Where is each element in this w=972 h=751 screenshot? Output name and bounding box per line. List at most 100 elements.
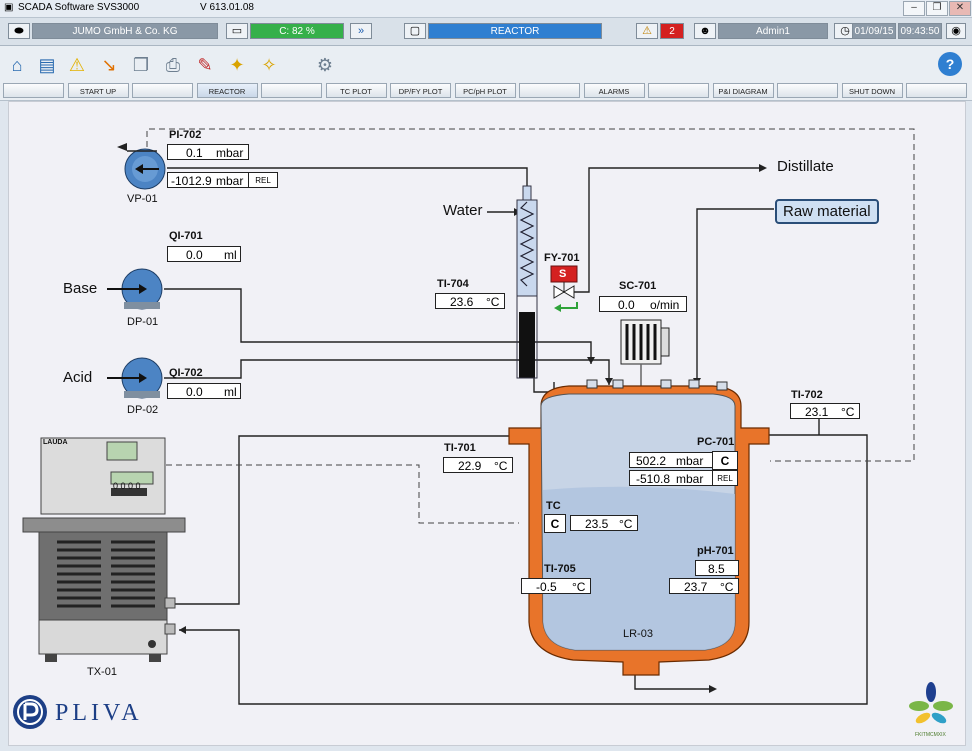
home-icon[interactable]: ⌂: [11, 55, 23, 75]
valve-fy701-symbol: [550, 265, 578, 312]
pc701-mode-button[interactable]: C: [712, 451, 738, 470]
nav-button-empty-14[interactable]: [906, 83, 967, 98]
acid-label: Acid: [63, 369, 93, 386]
base-label: Base: [63, 280, 98, 297]
nav-button-empty-10[interactable]: [648, 83, 709, 98]
nav-button-reactor[interactable]: REACTOR: [196, 83, 258, 98]
qi701-tag: QI-701: [169, 230, 203, 242]
nav-button-shut-down[interactable]: SHUT DOWN: [841, 83, 903, 98]
nav-button-empty-2[interactable]: [132, 83, 193, 98]
base-line: [164, 288, 592, 364]
pliva-logo: PLIVA: [55, 700, 143, 726]
reactor-label: LR-03: [623, 628, 653, 640]
wand-icon[interactable]: ✦: [229, 55, 245, 75]
nav-button-empty-12[interactable]: [777, 83, 838, 98]
tc-signal-line: [166, 464, 519, 524]
user-icon: ☻: [694, 23, 716, 39]
minimize-button[interactable]: –: [903, 1, 925, 16]
alarm-icon[interactable]: ⚠: [68, 55, 86, 75]
time-field: 09:43:50: [898, 23, 942, 39]
close-button[interactable]: ✕: [949, 1, 971, 16]
fkit-logo-mark: [909, 682, 953, 724]
acid-pump-symbol: [107, 357, 163, 399]
pi702-rel-badge[interactable]: REL: [248, 172, 278, 188]
fy701-tag: FY-701: [544, 252, 580, 264]
thermostat-brand: LAUDA: [43, 439, 68, 446]
pc701-tag: PC-701: [697, 436, 735, 448]
water-label: Water: [443, 202, 483, 219]
nav-button-empty-8[interactable]: [519, 83, 580, 98]
sc701-tag: SC-701: [619, 280, 657, 292]
forward-icon[interactable]: »: [350, 23, 372, 39]
raw-material-button[interactable]: Raw material: [775, 199, 879, 224]
printer-icon[interactable]: ⎙: [165, 55, 181, 75]
thermostat-supply-line: [174, 435, 509, 605]
ti705-tag: TI-705: [544, 563, 576, 575]
ti702-tag: TI-702: [791, 389, 823, 401]
ph701-temp-field[interactable]: 23.7°C: [669, 578, 739, 594]
overview-icon[interactable]: ▤: [38, 55, 56, 75]
screen-name: REACTOR: [428, 23, 602, 39]
ti701-tag: TI-701: [444, 442, 476, 454]
recipe-icon[interactable]: ✎: [197, 55, 213, 75]
help-icon[interactable]: ?: [938, 52, 962, 76]
qi702-tag: QI-702: [169, 367, 203, 379]
raw-material-line: [696, 208, 774, 385]
company-field: JUMO GmbH & Co. KG: [32, 23, 218, 39]
settings-gear-icon[interactable]: ⚙: [316, 55, 334, 75]
screen-icon: ▢: [404, 23, 426, 39]
pressure-signal-line: [146, 128, 915, 462]
alarm-warning-icon[interactable]: ⚠: [636, 23, 658, 39]
nav-button-tc-plot[interactable]: TC PLOT: [325, 83, 387, 98]
nav-button-pc-ph-plot[interactable]: PC/pH PLOT: [454, 83, 516, 98]
fkit-logo: FKITMCMXIX: [915, 732, 946, 738]
tc-value-field[interactable]: 23.5°C: [570, 515, 638, 531]
outlet-arrow: [709, 685, 717, 693]
cpu-icon: ▭: [226, 23, 248, 39]
acid-line: [164, 359, 610, 385]
ti705-value-field[interactable]: -0.5°C: [521, 578, 591, 594]
app-version: V 613.01.08: [200, 2, 254, 13]
distillate-label: Distillate: [777, 158, 834, 175]
nav-button-dp-fy-plot[interactable]: DP/FY PLOT: [390, 83, 451, 98]
ti702-value-field[interactable]: 23.1°C: [790, 403, 860, 419]
fy701-state[interactable]: S: [559, 268, 567, 280]
ti704-value-field[interactable]: 23.6°C: [435, 293, 505, 309]
toggle-icon[interactable]: ◉: [946, 23, 966, 39]
outlet-line: [634, 675, 709, 690]
user-field[interactable]: Admin1: [718, 23, 828, 39]
restore-button[interactable]: ❐: [926, 1, 948, 16]
documents-icon[interactable]: ❐: [132, 55, 150, 75]
alarm-count[interactable]: 2: [660, 23, 684, 39]
acknowledge-icon[interactable]: ↘: [101, 55, 117, 75]
ti704-tag: TI-704: [437, 278, 469, 290]
thermostat-unit: [22, 437, 186, 662]
app-title: SCADA Software SVS3000: [18, 2, 140, 13]
pi702-tag: PI-702: [169, 129, 202, 141]
vacuum-pump-symbol: [124, 148, 166, 190]
company-icon: ⬬: [8, 23, 30, 39]
nav-button-empty-0[interactable]: [3, 83, 64, 98]
distillate-arrow: [759, 164, 767, 172]
toolbar: ⌂ ▤ ⚠ ↘ ❐ ⎙ ✎ ✦ ✧ ⚙ ?: [0, 46, 972, 82]
base-pump-symbol: [107, 268, 163, 310]
nav-button-start-up[interactable]: START UP: [67, 83, 129, 98]
nav-button-empty-4[interactable]: [261, 83, 322, 98]
ph701-value-field[interactable]: 8.5: [695, 560, 739, 576]
nav-button-p-i-diagram[interactable]: P&I DIAGRAM: [712, 83, 774, 98]
tc-mode-button[interactable]: C: [544, 514, 566, 533]
nav-button-alarms[interactable]: ALARMS: [583, 83, 645, 98]
ti701-value-field[interactable]: 22.9°C: [443, 457, 513, 473]
wand-settings-icon[interactable]: ✧: [261, 55, 277, 75]
pc701-rel-badge[interactable]: REL: [712, 470, 738, 486]
distillate-line: [561, 167, 759, 293]
tc-tag: TC: [546, 500, 561, 512]
